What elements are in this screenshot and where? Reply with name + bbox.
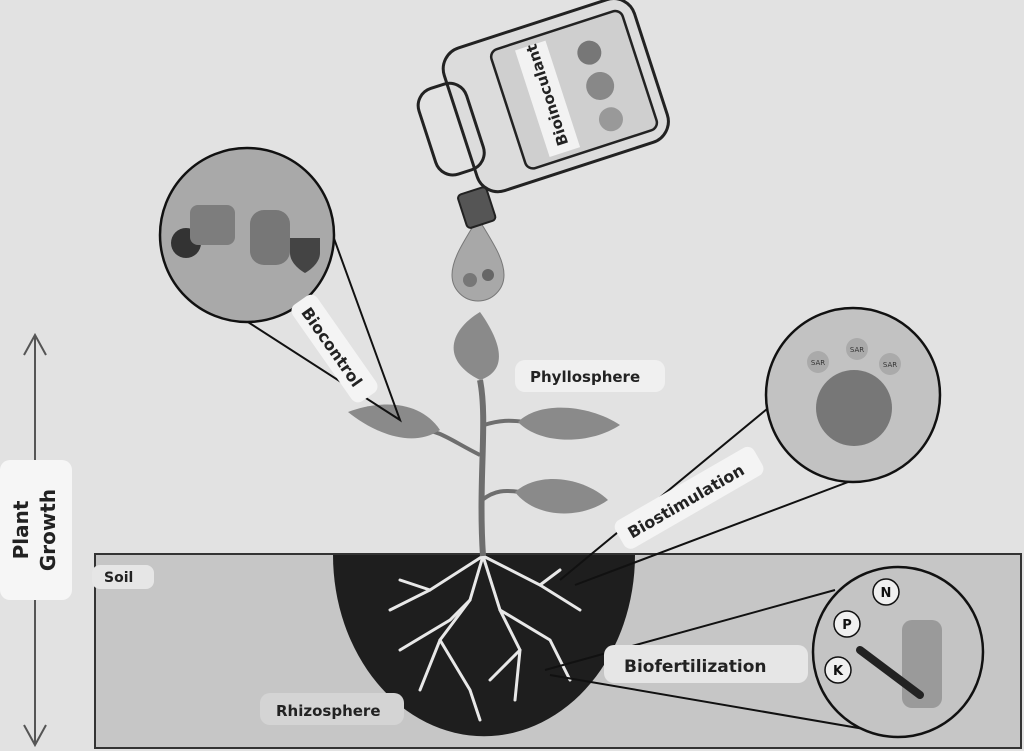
svg-text:Plant: Plant xyxy=(9,500,33,559)
leaf xyxy=(518,407,620,440)
leaf xyxy=(453,312,499,380)
plant xyxy=(348,312,620,557)
svg-text:SAR: SAR xyxy=(850,346,864,354)
svg-text:Biocontrol: Biocontrol xyxy=(297,304,366,391)
leaf xyxy=(515,478,608,514)
svg-text:Biofertilization: Biofertilization xyxy=(624,657,766,677)
soil-label: Soil xyxy=(92,565,154,589)
leaf xyxy=(348,404,440,439)
svg-text:Growth: Growth xyxy=(36,489,60,571)
nutrient-badges: N P K xyxy=(824,578,900,684)
rhizosphere-label: Rhizosphere xyxy=(260,693,404,725)
svg-text:P: P xyxy=(842,618,852,633)
biocontrol-label: Biocontrol xyxy=(291,294,378,403)
svg-text:Soil: Soil xyxy=(104,570,133,586)
biocontrol-circle xyxy=(158,146,336,324)
biostimulation-label: Biostimulation xyxy=(614,446,764,549)
svg-text:N: N xyxy=(881,586,892,601)
bioinoculant-jug: Bioinoculant xyxy=(416,0,670,229)
plant-growth-label: Plant Growth xyxy=(0,460,72,600)
svg-text:SAR: SAR xyxy=(883,361,897,369)
svg-text:K: K xyxy=(833,664,844,679)
svg-text:SAR: SAR xyxy=(811,359,825,367)
roots xyxy=(388,554,582,722)
droplet-icon xyxy=(451,217,505,302)
svg-text:Phyllosphere: Phyllosphere xyxy=(530,368,640,386)
svg-text:Rhizosphere: Rhizosphere xyxy=(276,702,381,720)
biofertilization-label: Biofertilization xyxy=(604,645,808,683)
svg-text:Biostimulation: Biostimulation xyxy=(624,460,747,542)
sar-badges: SAR SAR SAR xyxy=(807,338,901,375)
phyllosphere-label: Phyllosphere xyxy=(515,360,665,392)
